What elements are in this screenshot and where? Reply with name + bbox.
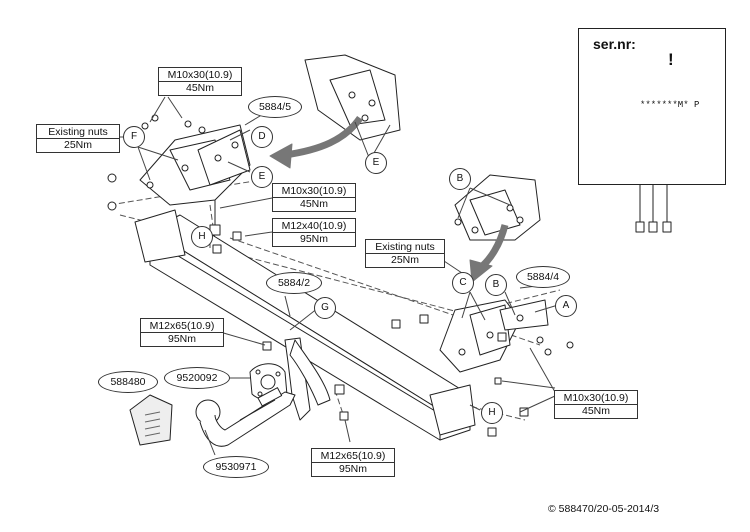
callout-d: D (251, 126, 273, 148)
cross-beam (134, 209, 476, 441)
callout-e-left: E (251, 166, 273, 188)
bolt-spec: M10x30(10.9) (281, 185, 347, 197)
callout-c: C (452, 272, 474, 294)
torque-box-m10x30-center: M10x30(10.9) 45Nm (272, 183, 356, 212)
fasteners (107, 114, 574, 437)
callout-a: A (555, 295, 577, 317)
torque-box-m12x65-bottom: M12x65(10.9) 95Nm (311, 448, 395, 477)
bolt-spec: M10x30(10.9) (563, 392, 629, 404)
torque-value: 25Nm (37, 138, 119, 152)
left-bracket (139, 124, 251, 206)
part-label-crossbar: 5884/2 (266, 272, 322, 294)
kit-bag (129, 394, 173, 446)
callout-b-right: B (485, 274, 507, 296)
part-label-towball: 9530971 (203, 456, 269, 478)
rivets (635, 185, 672, 233)
callout-h-left: H (191, 226, 213, 248)
chassis-detail-right (454, 174, 541, 241)
torque-value: 25Nm (366, 253, 444, 267)
part-label-socket-plate: 9520092 (164, 367, 230, 389)
arrow-left (284, 115, 363, 159)
torque-value: 45Nm (555, 404, 637, 418)
bolt-spec: M12x65(10.9) (149, 320, 215, 332)
callout-g: G (314, 297, 336, 319)
part-label-bracket-right: 5884/4 (516, 266, 570, 288)
bolt-spec: M12x65(10.9) (320, 450, 386, 462)
callout-h-right: H (481, 402, 503, 424)
torque-box-existing-nuts-right: Existing nuts 25Nm (365, 239, 445, 268)
torque-box-m12x65-left: M12x65(10.9) 95Nm (140, 318, 224, 347)
torque-box-m10x30-top: M10x30(10.9) 45Nm (158, 67, 242, 96)
chassis-detail-left (304, 54, 401, 141)
bolt-spec: M10x30(10.9) (167, 69, 233, 81)
torque-value: 95Nm (312, 462, 394, 476)
torque-value: 45Nm (273, 197, 355, 211)
callout-b-top: B (449, 168, 471, 190)
copyright-note: © 588470/20-05-2014/3 (548, 503, 660, 515)
torque-box-m10x30-right: M10x30(10.9) 45Nm (554, 390, 638, 419)
torque-box-m12x40: M12x40(10.9) 95Nm (272, 218, 356, 247)
callout-f: F (123, 126, 145, 148)
neck-plates (284, 337, 331, 421)
serial-plate-text: *******M* P (640, 100, 700, 110)
warning-icon: ! (668, 50, 674, 69)
torque-value: 45Nm (159, 81, 241, 95)
bolt-spec: Existing nuts (375, 241, 435, 253)
torque-box-existing-nuts-left: Existing nuts 25Nm (36, 124, 120, 153)
torque-value: 95Nm (141, 332, 223, 346)
serial-number-panel (578, 28, 726, 185)
towball (195, 387, 296, 447)
part-label-bracket-left: 5884/5 (248, 96, 302, 118)
callout-e-top: E (365, 152, 387, 174)
right-bracket (439, 299, 549, 373)
part-label-kit-bag: 588480 (98, 371, 158, 393)
bolt-spec: M12x40(10.9) (281, 220, 347, 232)
bolt-spec: Existing nuts (48, 126, 108, 138)
torque-value: 95Nm (273, 232, 355, 246)
serial-number-label: ser.nr: (593, 36, 636, 52)
